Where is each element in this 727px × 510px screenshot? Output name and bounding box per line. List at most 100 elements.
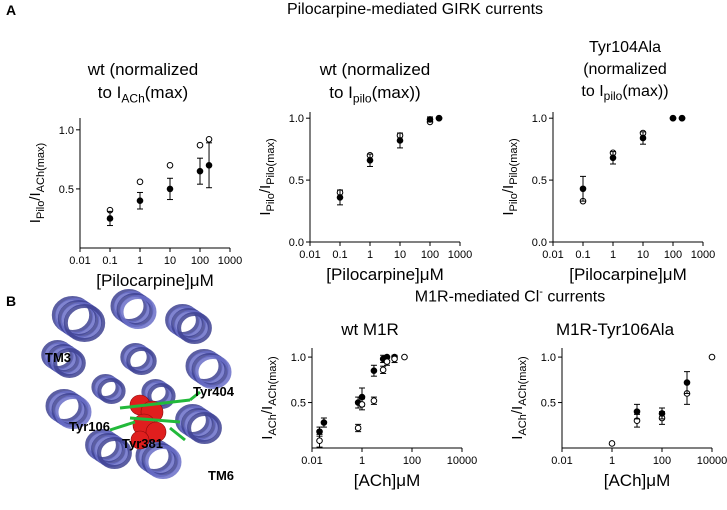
data-point-filled bbox=[370, 367, 378, 375]
sidechain-sticks bbox=[109, 390, 201, 442]
x-axis-label-part: μM bbox=[396, 471, 420, 490]
x-tick-label: 100 bbox=[664, 249, 682, 261]
x-tick-label: 10000 bbox=[697, 455, 727, 467]
chart-title-text: (normalized bbox=[583, 61, 667, 78]
y-tick-label: 0.0 bbox=[532, 237, 547, 249]
x-tick-label: 1000 bbox=[448, 249, 472, 261]
y-tick-label: 1.0 bbox=[59, 125, 74, 137]
data-point-filled bbox=[669, 114, 677, 122]
sidechain-stick bbox=[119, 398, 191, 410]
x-tick-label: 1 bbox=[610, 249, 616, 261]
data-point-filled bbox=[683, 379, 691, 386]
x-tick-label: 0.1 bbox=[575, 249, 590, 261]
y-axis-label-part: ACh bbox=[517, 414, 529, 435]
y-tick-label: 0.5 bbox=[532, 175, 547, 187]
data-point-filled bbox=[658, 410, 666, 417]
x-tick-label: 1000 bbox=[691, 249, 715, 261]
chart-title-line: to Ipilo(max)) bbox=[260, 81, 490, 110]
protein-structure-image bbox=[41, 289, 232, 479]
data-point-open bbox=[358, 401, 366, 408]
x-tick-label: 10000 bbox=[447, 455, 478, 467]
y-axis-label-part: Pilo bbox=[508, 193, 520, 211]
y-axis-label-part: Pilo bbox=[265, 193, 277, 211]
x-tick-label: 1 bbox=[137, 255, 143, 267]
helix-turn bbox=[97, 378, 126, 404]
data-point-filled bbox=[396, 137, 404, 144]
chart-title-line: Tyr104Ala bbox=[520, 37, 727, 59]
panel-a-letter: A bbox=[6, 2, 17, 18]
y-tick-label: 1.0 bbox=[291, 352, 306, 364]
data-point-filled bbox=[205, 161, 213, 169]
x-axis-label-part: [Pilocarpine] bbox=[326, 265, 420, 284]
data-point-filled bbox=[320, 419, 328, 426]
chart-title-text: wt (normalized bbox=[87, 60, 199, 79]
chart-title-text: Tyr104Ala bbox=[588, 39, 662, 56]
y-axis-label-part: ACh(max) bbox=[35, 143, 47, 193]
helix-ribbons bbox=[41, 289, 232, 479]
chart-title-tail: (max)) bbox=[622, 83, 669, 100]
y-tick-label: 1.0 bbox=[541, 352, 556, 364]
helix-turn bbox=[126, 347, 157, 375]
chart-title-line: wt (normalized bbox=[28, 58, 258, 81]
y-axis-label-part: Pilo(max) bbox=[508, 138, 520, 184]
data-point-open bbox=[379, 366, 387, 374]
data-point-filled bbox=[366, 156, 374, 164]
x-axis-label-part: μM bbox=[190, 271, 214, 290]
y-tick-label: 0.5 bbox=[289, 175, 304, 187]
y-axis-label-part: /I bbox=[259, 406, 276, 414]
chart-title-line: to IACh(max) bbox=[28, 81, 258, 110]
y-axis-label-part: I bbox=[500, 211, 517, 215]
data-point-open bbox=[205, 135, 213, 143]
y-axis-label: IPilo/IPilo(max) bbox=[500, 138, 520, 215]
x-tick-label: 0.01 bbox=[542, 249, 563, 261]
x-axis-label-part: [ACh] bbox=[354, 471, 397, 490]
y-axis-label-part: ACh(max) bbox=[267, 356, 279, 406]
panel-a-title: Pilocarpine-mediated GIRK currents bbox=[286, 1, 544, 18]
chart-title-line: wt M1R bbox=[300, 318, 440, 341]
chart-title-text: to I bbox=[97, 83, 122, 102]
tm3-label: TM3 bbox=[45, 350, 71, 365]
data-point-open bbox=[391, 355, 398, 363]
y-axis-label-part: I bbox=[509, 436, 526, 440]
x-tick-label: 1 bbox=[367, 249, 373, 261]
data-point-filled bbox=[639, 134, 647, 142]
y-axis-label: IACh/IACh(max) bbox=[509, 356, 529, 439]
tyr106-label: Tyr106 bbox=[69, 419, 110, 434]
x-axis-label: [ACh]μM bbox=[604, 471, 671, 490]
helix-turn bbox=[97, 437, 132, 469]
chart-title-subscript: ACh bbox=[121, 91, 145, 106]
x-axis-label: [ACh]μM bbox=[354, 471, 421, 490]
tyr404-label: Tyr404 bbox=[193, 384, 234, 399]
data-point-filled bbox=[426, 116, 434, 123]
data-point-open bbox=[608, 440, 616, 447]
data-point-open bbox=[370, 397, 378, 405]
data-point-filled bbox=[579, 185, 587, 193]
chart-title-line: (normalized bbox=[520, 59, 727, 81]
x-axis-label: [Pilocarpine]μM bbox=[96, 271, 214, 290]
chart-title-text: M1R-Tyr106Ala bbox=[555, 320, 675, 339]
data-point-open bbox=[383, 358, 391, 365]
x-tick-label: 10 bbox=[394, 249, 406, 261]
y-tick-label: 0.0 bbox=[289, 237, 304, 249]
y-axis-label-part: ACh(max) bbox=[517, 356, 529, 406]
y-axis-label-part: Pilo(max) bbox=[265, 138, 277, 184]
data-point-filled bbox=[633, 408, 641, 415]
data-point-filled bbox=[136, 197, 144, 205]
x-tick-label: 1000 bbox=[218, 255, 242, 267]
x-axis-label-part: μM bbox=[663, 265, 687, 284]
chart-title-text: to I bbox=[581, 83, 604, 100]
x-tick-label: 0.01 bbox=[299, 249, 320, 261]
sidechain-stick bbox=[169, 426, 186, 442]
x-axis-label: [Pilocarpine]μM bbox=[326, 265, 444, 284]
sidechain-stick bbox=[189, 390, 201, 402]
x-tick-label: 100 bbox=[421, 249, 439, 261]
x-tick-label: 0.01 bbox=[69, 255, 90, 267]
x-tick-label: 10 bbox=[637, 249, 649, 261]
chart-title-subscript: pilo bbox=[352, 91, 372, 106]
helix-turn bbox=[177, 312, 212, 344]
